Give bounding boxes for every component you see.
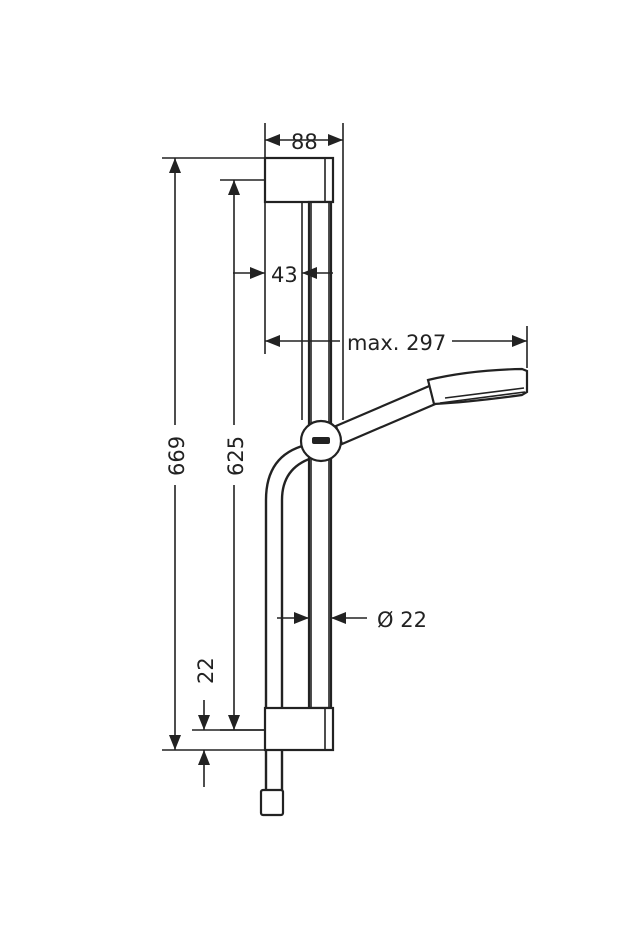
shower-hose bbox=[259, 443, 313, 817]
width-88-label: 88 bbox=[291, 130, 318, 154]
dimension-width-88: 88 bbox=[264, 123, 344, 158]
dimension-offset-22: 22 bbox=[192, 657, 265, 787]
offset-43-label: 43 bbox=[271, 263, 298, 287]
slider-holder bbox=[299, 419, 343, 463]
dimension-rail-625: 625 bbox=[220, 179, 265, 731]
diameter-22-label: Ø 22 bbox=[377, 608, 427, 632]
dimension-max-297: max. 297 bbox=[264, 158, 528, 420]
hose-nut bbox=[259, 788, 285, 817]
dimension-height-669: 669 bbox=[162, 157, 265, 751]
offset-22-label: 22 bbox=[194, 657, 218, 684]
rail-625-label: 625 bbox=[224, 436, 248, 476]
bottom-wall-bracket bbox=[263, 706, 335, 752]
hand-shower bbox=[334, 367, 529, 446]
dimension-offset-43: 43 bbox=[233, 202, 333, 420]
max-297-label: max. 297 bbox=[347, 331, 446, 355]
height-669-label: 669 bbox=[165, 436, 189, 476]
dimension-diameter-22: Ø 22 bbox=[277, 608, 427, 632]
top-wall-bracket bbox=[263, 156, 335, 204]
shower-set-outline bbox=[259, 156, 529, 817]
